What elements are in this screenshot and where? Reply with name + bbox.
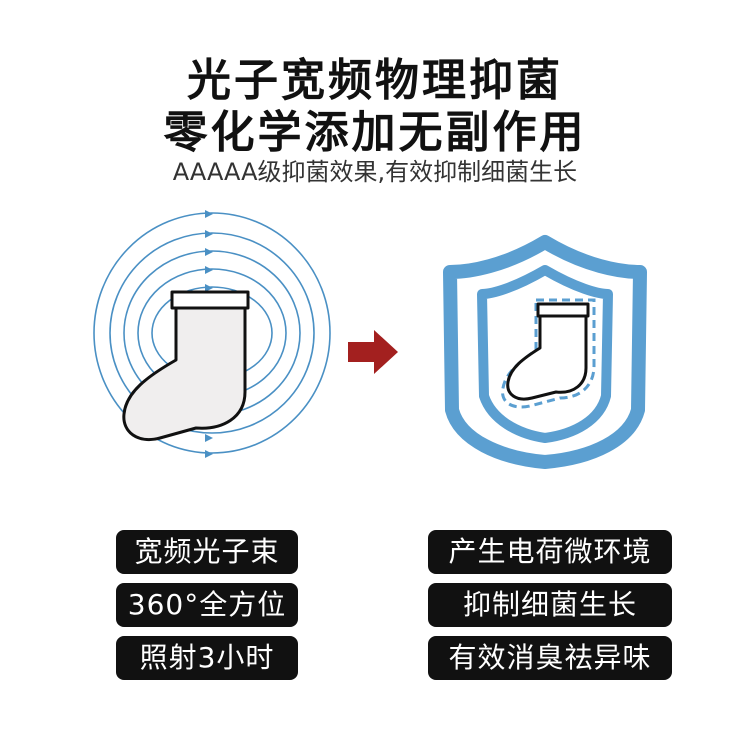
feature-pill-left-2: 360°全方位 (116, 583, 298, 627)
feature-pill-right-2: 抑制细菌生长 (428, 583, 672, 627)
feature-pill-right-1: 产生电荷微环境 (428, 530, 672, 574)
right-arrow-icon (348, 330, 398, 374)
feature-pill-right-3: 有效消臭祛异味 (428, 636, 672, 680)
shield-icon (443, 235, 647, 469)
sock-icon (122, 290, 250, 441)
illustration (93, 210, 647, 469)
field-lines-icon (93, 210, 331, 458)
feature-pill-left-3: 照射3小时 (116, 636, 298, 680)
headline-line-1: 光子宽频物理抑菌 (187, 55, 563, 106)
headline-subline: AAAAA级抑菌效果,有效抑制细菌生长 (172, 158, 578, 186)
shield-sock-icon (506, 302, 590, 401)
feature-pill-left-1: 宽频光子束 (116, 530, 298, 574)
headline-line-2: 零化学添加无副作用 (163, 107, 587, 158)
